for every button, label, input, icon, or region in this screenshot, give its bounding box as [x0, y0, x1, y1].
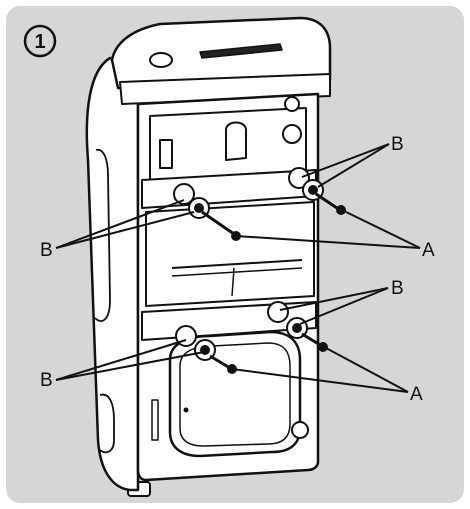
- drain-cap-icon: [291, 421, 309, 439]
- side-panel: [85, 56, 140, 492]
- side-lower-recess: [99, 393, 115, 454]
- leader-b-top-right-1: [301, 143, 390, 178]
- leader-b-bottom-left-2: [55, 351, 205, 381]
- leader-a-top-1: [235, 235, 421, 249]
- label-b-bottom-right: B: [391, 278, 404, 299]
- bolt-shaft-lower-left: [209, 354, 231, 370]
- bolt-shaft-upper-left: [201, 210, 235, 236]
- middle-panel-drop: [231, 267, 235, 297]
- leader-b-bottom-right-2: [299, 287, 389, 325]
- step-number: 1: [34, 31, 45, 53]
- top-knob-icon: [149, 52, 173, 68]
- top-vent: [199, 43, 283, 59]
- bolt-head-upper-left: [194, 203, 204, 213]
- lower-latch-left: [151, 399, 159, 441]
- upper-port-top: [284, 96, 300, 112]
- upper-latch-left: [159, 139, 173, 169]
- leader-a-top-2: [343, 210, 421, 249]
- leader-b-top-right-2: [317, 143, 390, 188]
- bolt-tip-lower-right: [318, 342, 328, 352]
- label-b-top-right: B: [391, 134, 404, 155]
- side-handle-recess: [94, 148, 111, 322]
- leader-a-bottom-2: [325, 347, 409, 393]
- step-badge-circle: [23, 24, 57, 58]
- step-badge: 1: [23, 24, 57, 58]
- middle-panel: [145, 201, 315, 307]
- bolt-shaft-lower-right: [301, 332, 323, 348]
- leader-lines: [55, 143, 421, 393]
- spacer-upper-left-a: [173, 183, 195, 205]
- bolt-head-lower-right: [292, 323, 302, 333]
- label-a-top: A: [422, 240, 435, 261]
- hatch-screw: [183, 407, 189, 413]
- spacer-lower-right-a: [267, 301, 289, 323]
- label-b-bottom-left: B: [40, 370, 53, 391]
- bolt-head-upper-right: [308, 185, 318, 195]
- middle-panel-line-2: [171, 267, 303, 277]
- bolt-tip-upper-right: [336, 205, 346, 215]
- appliance: [85, 16, 332, 497]
- leader-b-bottom-right-1: [279, 287, 389, 311]
- label-b-top-left: B: [40, 240, 53, 261]
- leader-b-top-left-1: [55, 199, 185, 249]
- bolt-shaft-upper-right: [315, 192, 341, 212]
- leader-a-bottom-1: [231, 368, 409, 393]
- spacer-upper-right-a: [288, 167, 310, 189]
- leader-b-top-left-2: [55, 211, 195, 249]
- label-a-bottom: A: [410, 384, 423, 405]
- leader-b-bottom-left-1: [55, 339, 187, 381]
- upper-filler-cap: [225, 121, 247, 161]
- upper-port-right: [282, 124, 302, 144]
- middle-panel-line: [171, 259, 303, 269]
